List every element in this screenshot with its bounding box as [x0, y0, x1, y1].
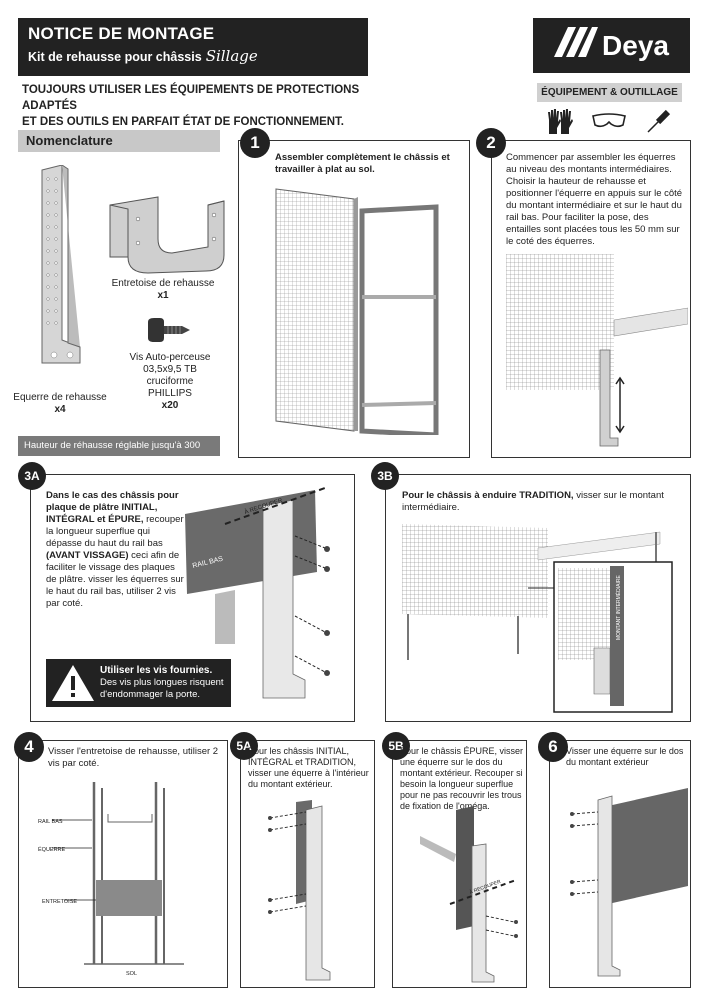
step-3b-badge: 3B [371, 462, 399, 490]
item-name-line: Vis Auto-perceuse [129, 352, 211, 363]
safety-glasses-icon [592, 113, 627, 128]
item-qty: x4 [54, 404, 66, 415]
step-6-illustration [570, 788, 688, 977]
step-1-text: Assembler complètement le châssis et tra… [275, 152, 460, 176]
step-3a-badge: 3A [18, 462, 46, 490]
step-5a-badge: 5A [230, 732, 258, 760]
label-entretoise: ENTRETOISE [42, 899, 77, 905]
step-1-bold: Assembler complètement le châssis et tra… [275, 152, 450, 175]
nomenclature-item-equerre: Equerre de rehausse x4 [10, 392, 110, 416]
safety-line-1: TOUJOURS UTILISER LES ÉQUIPEMENTS DE PRO… [22, 84, 360, 112]
equipment-title: ÉQUIPEMENT & OUTILLAGE [537, 83, 682, 102]
step-5a-illustration [268, 800, 331, 981]
title-block: NOTICE DE MONTAGE Kit de rehausse pour c… [18, 18, 368, 76]
warning-text: Utiliser les vis fournies. Des vis plus … [100, 665, 227, 701]
warning-body: Des vis plus longues risquent d'endommag… [100, 677, 224, 700]
nomenclature-title: Nomenclature [18, 130, 220, 152]
equerre-illustration [41, 165, 81, 364]
step-2-text: Commencer par assembler les équerres au … [506, 152, 683, 247]
safety-line-2: ET DES OUTILS EN PARFAIT ÉTAT DE FONCTIO… [22, 116, 345, 128]
step-4-text: Visser l'entretoise de rehausse, utilise… [48, 746, 219, 769]
step-3a-bold-2: (AVANT VISSAGE) [46, 550, 129, 561]
nomenclature-item-entretoise: Entretoise de rehausse x1 [108, 278, 218, 302]
item-name-line: 03,5x9,5 TB [143, 364, 197, 375]
subtitle-text: Kit de rehausse pour châssis [28, 50, 202, 64]
step-4-illustration: RAIL BAS ÉQUERRE ENTRETOISE SOL [38, 782, 184, 977]
step-6-badge: 6 [538, 732, 568, 762]
step-5b-badge: 5B [382, 732, 410, 760]
step-3b-text: Pour le châssis à enduire TRADITION, vis… [402, 490, 682, 514]
screw-icon [148, 318, 190, 342]
brand-logo: Deya [533, 18, 690, 73]
step-3b-bold: Pour le châssis à enduire TRADITION, [402, 490, 574, 501]
step-4-box [18, 740, 228, 988]
equipment-icons [537, 104, 682, 138]
label-sol: SOL [126, 971, 137, 977]
height-note: Hauteur de réhausse réglable jusqu'à 300… [18, 436, 220, 471]
nomenclature-item-screw: Vis Auto-perceuse 03,5x9,5 TB cruciforme… [118, 352, 222, 412]
item-qty: x1 [157, 290, 169, 301]
brand-mark-icon [554, 26, 599, 65]
step-3a-bold-1: Dans le cas des châssis pour plaque de p… [46, 490, 179, 525]
page-title: NOTICE DE MONTAGE [28, 24, 215, 43]
product-name: Sillage [205, 47, 258, 65]
step-3a-illustration: RAIL BAS À RECOUPER [185, 487, 330, 699]
step-1-illustration [275, 188, 439, 435]
step-3a-text-2: ceci afin de faciliter le vissage des pl… [46, 550, 184, 609]
gloves-icon [548, 109, 574, 134]
label-montant-intermediaire: MONTANT INTERMÉDIAIRE [615, 575, 622, 640]
safety-notice: TOUJOURS UTILISER LES ÉQUIPEMENTS DE PRO… [22, 82, 402, 130]
item-qty: x20 [161, 400, 179, 411]
step-5a-text: Pour les châssis INITIAL, INTÉGRAL et TR… [248, 746, 369, 789]
step-3b-body: visser sur le montant intermédiaire. [402, 490, 664, 513]
item-name-line: PHILLIPS [148, 388, 192, 399]
warning-box: Utiliser les vis fournies. Des vis plus … [46, 659, 231, 707]
warning-title: Utiliser les vis fournies. [100, 665, 213, 676]
step-4-badge: 4 [14, 732, 44, 762]
step-2-illustration [506, 254, 688, 447]
step-3a-text-1: recouper la longueur superflue qui dépas… [46, 514, 184, 549]
step-3a-text: Dans le cas des châssis pour plaque de p… [46, 490, 186, 610]
item-name: Equerre de rehausse [13, 392, 107, 403]
item-name: Entretoise de rehausse [111, 278, 215, 289]
step-5b-illustration: À RECOUPER [420, 806, 518, 983]
step-6-text: Visser une équerre sur le dos du montant… [566, 746, 684, 767]
step-5b-text: Pour le châssis ÉPURE, visser une équerr… [400, 746, 524, 811]
label-rail-bas: RAIL BAS [38, 819, 63, 825]
warning-icon [52, 665, 94, 701]
brand-name: Deya [602, 29, 669, 61]
entretoise-illustration [109, 196, 225, 274]
label-equerre: ÉQUERRE [38, 846, 66, 853]
screwdriver-icon [647, 109, 670, 133]
step-1-badge: 1 [240, 128, 270, 158]
step-3b-illustration: MONTANT INTERMÉDIAIRE [402, 524, 673, 713]
item-name-line: cruciforme [146, 376, 194, 387]
step-2-badge: 2 [476, 128, 506, 158]
